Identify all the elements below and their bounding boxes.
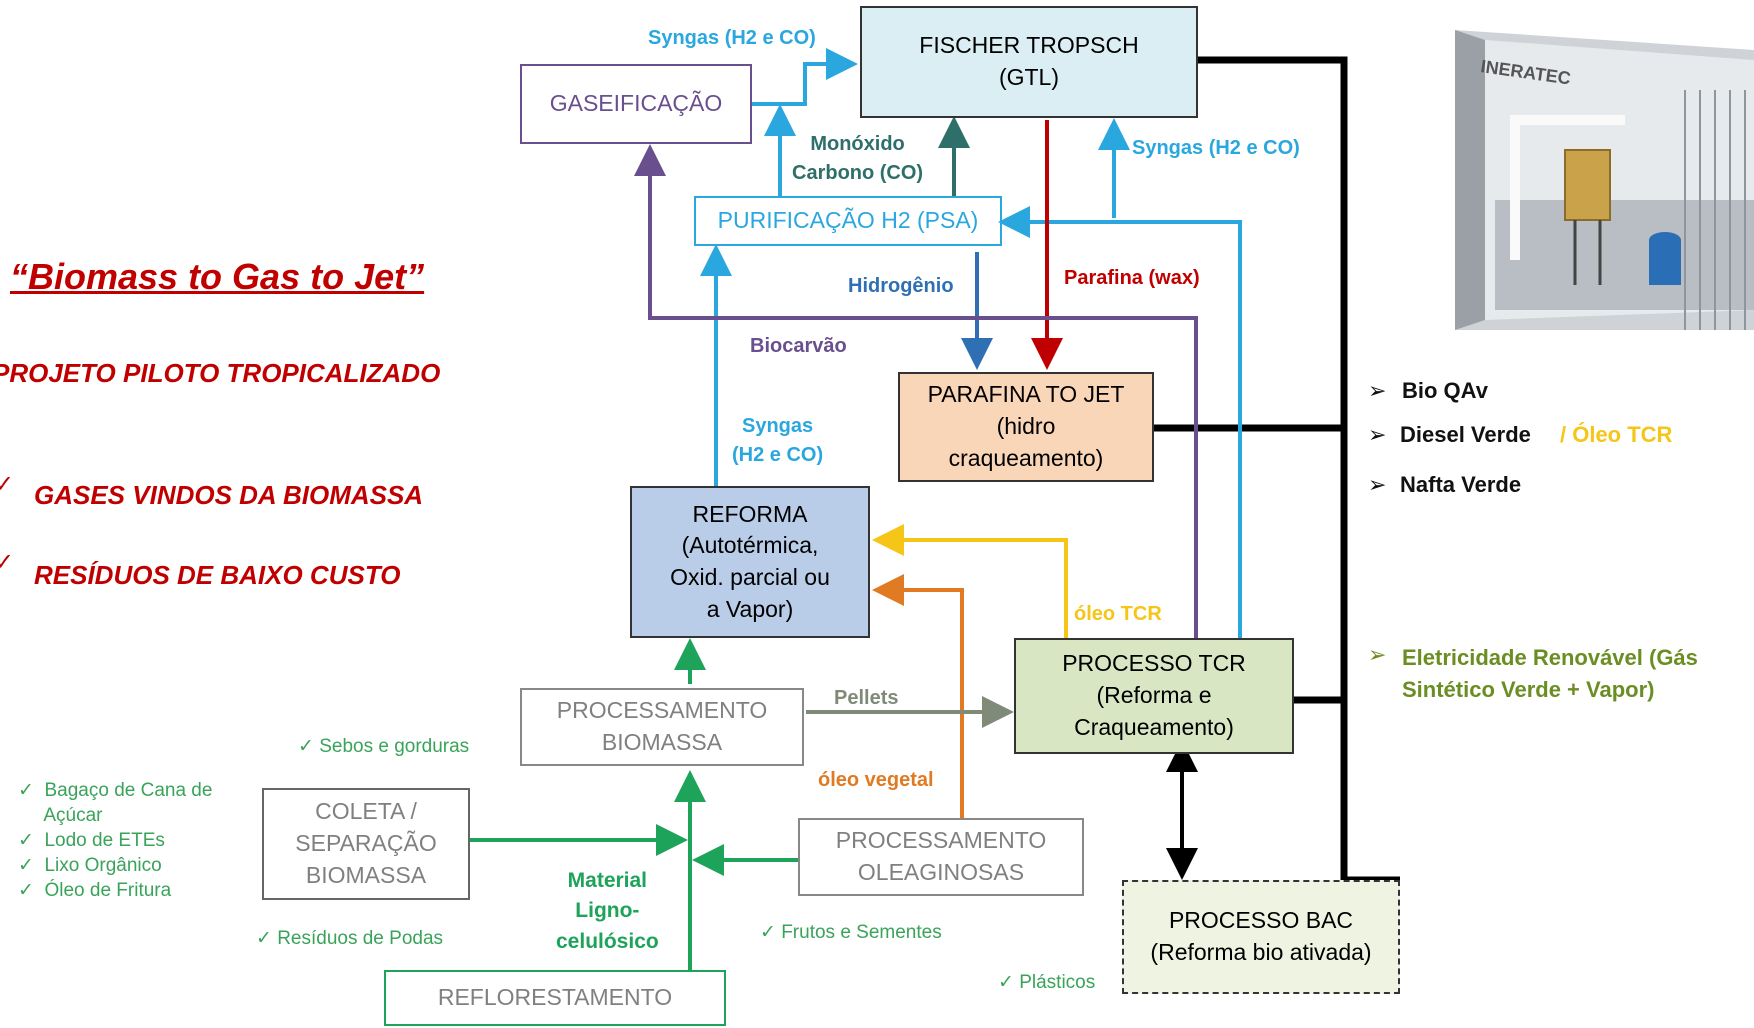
oleo-tcr-label: óleo TCR <box>1074 603 1162 625</box>
residuos-podas-input: ✓ Resíduos de Podas <box>256 928 444 949</box>
processamento-biomassa-box: PROCESSAMENTO BIOMASSA <box>520 688 804 766</box>
biomass-inputs-list: ✓ Bagaço de Cana de Açúcar ✓ Lodo de ETE… <box>18 780 213 902</box>
output-arrow-4: ➢ <box>1368 642 1387 667</box>
oleo-vegetal-label: óleo vegetal <box>818 769 934 791</box>
syngas-mid-label: Syngas (H2 e CO) <box>732 415 824 466</box>
processo-bac-box: PROCESSO BAC (Reforma bio ativada) <box>1122 880 1400 994</box>
output-diesel-verde: Diesel Verde <box>1400 422 1531 447</box>
biocarvao-label: Biocarvão <box>750 335 847 357</box>
output-nafta-verde: Nafta Verde <box>1400 472 1522 497</box>
parafina-to-jet-box: PARAFINA TO JET (hidro craqueamento) <box>898 372 1154 482</box>
diagram-title: “Biomass to Gas to Jet” <box>10 256 425 297</box>
gaseificacao-box: GASEIFICAÇÃO <box>520 64 752 144</box>
parafina-wax-label: Parafina (wax) <box>1064 267 1200 289</box>
frutos-sementes-input: ✓ Frutos e Sementes <box>760 922 942 943</box>
purificacao-box: PURIFICAÇÃO H2 (PSA) <box>694 196 1002 246</box>
output-arrow-3: ➢ <box>1368 472 1387 497</box>
check-mark-2: ✓ <box>0 549 15 576</box>
pellets-label: Pellets <box>834 687 899 709</box>
output-arrow-2: ➢ <box>1368 422 1387 447</box>
container-illustration: INERATEC <box>1455 30 1754 330</box>
container-image: INERATEC <box>1455 30 1754 360</box>
sebos-input: ✓ Sebos e gorduras <box>298 736 470 757</box>
reforma-box: REFORMA (Autotérmica, Oxid. parcial ou a… <box>630 486 870 638</box>
output-eletricidade: Eletricidade Renovável (Gás Sintético Ve… <box>1402 645 1698 702</box>
fischer-tropsch-box: FISCHER TROPSCH (GTL) <box>860 6 1198 118</box>
gases-line: GASES VINDOS DA BIOMASSA <box>34 480 424 510</box>
plasticos-input: ✓ Plásticos <box>998 972 1096 993</box>
reflorestamento-box: REFLORESTAMENTO <box>384 970 726 1026</box>
hidrogenio-label: Hidrogênio <box>848 275 954 297</box>
output-arrow-1: ➢ <box>1368 378 1387 403</box>
monoxido-label: Monóxido Carbono (CO) <box>792 133 924 184</box>
project-line: PROJETO PILOTO TROPICALIZADO <box>0 358 441 388</box>
syngas-top-label: Syngas (H2 e CO) <box>648 27 816 49</box>
coleta-separacao-box: COLETA / SEPARAÇÃO BIOMASSA <box>262 788 470 900</box>
residuos-line: RESÍDUOS DE BAIXO CUSTO <box>34 560 401 590</box>
processo-tcr-box: PROCESSO TCR (Reforma e Craqueamento) <box>1014 638 1294 754</box>
processamento-oleaginosas-box: PROCESSAMENTO OLEAGINOSAS <box>798 818 1084 896</box>
material-lignocelulosico-label: Material Ligno- celulósico <box>556 869 659 953</box>
syngas-right-label: Syngas (H2 e CO) <box>1132 137 1300 159</box>
output-bio-qav: Bio QAv <box>1402 378 1488 403</box>
output-oleo-tcr: / Óleo TCR <box>1560 422 1673 447</box>
output-bus <box>1150 56 1400 884</box>
check-mark-1: ✓ <box>0 471 15 498</box>
